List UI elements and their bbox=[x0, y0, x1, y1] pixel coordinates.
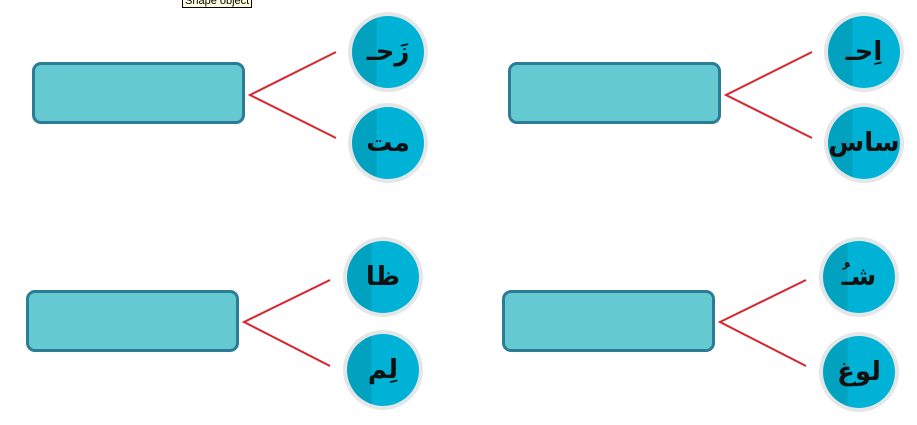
answer-box-1[interactable] bbox=[32, 62, 245, 124]
syllable-circle[interactable]: ظا bbox=[343, 237, 423, 317]
syllable-circle[interactable]: ساس bbox=[824, 103, 904, 183]
syllable-text: مت bbox=[352, 107, 424, 179]
tooltip: Shape object bbox=[182, 0, 253, 8]
syllable-circle[interactable]: لِم bbox=[343, 330, 423, 410]
syllable-text: لوغ bbox=[823, 336, 895, 408]
syllable-circle[interactable]: لوغ bbox=[819, 332, 899, 412]
syllable-text: لِم bbox=[347, 334, 419, 406]
syllable-text: ساس bbox=[828, 107, 900, 179]
syllable-circle[interactable]: شـُ bbox=[819, 237, 899, 317]
connector-3 bbox=[241, 279, 331, 367]
answer-box-2[interactable] bbox=[508, 62, 721, 124]
syllable-text: شـُ bbox=[823, 241, 895, 313]
answer-box-3[interactable] bbox=[26, 290, 239, 352]
connector-1 bbox=[247, 51, 337, 139]
syllable-text: زَحـ bbox=[352, 16, 424, 88]
connector-2 bbox=[723, 51, 813, 139]
syllable-text: اِحـ bbox=[828, 16, 900, 88]
syllable-text: ظا bbox=[347, 241, 419, 313]
syllable-circle[interactable]: زَحـ bbox=[348, 12, 428, 92]
syllable-circle[interactable]: اِحـ bbox=[824, 12, 904, 92]
answer-box-4[interactable] bbox=[502, 290, 715, 352]
connector-4 bbox=[717, 279, 807, 367]
syllable-circle[interactable]: مت bbox=[348, 103, 428, 183]
